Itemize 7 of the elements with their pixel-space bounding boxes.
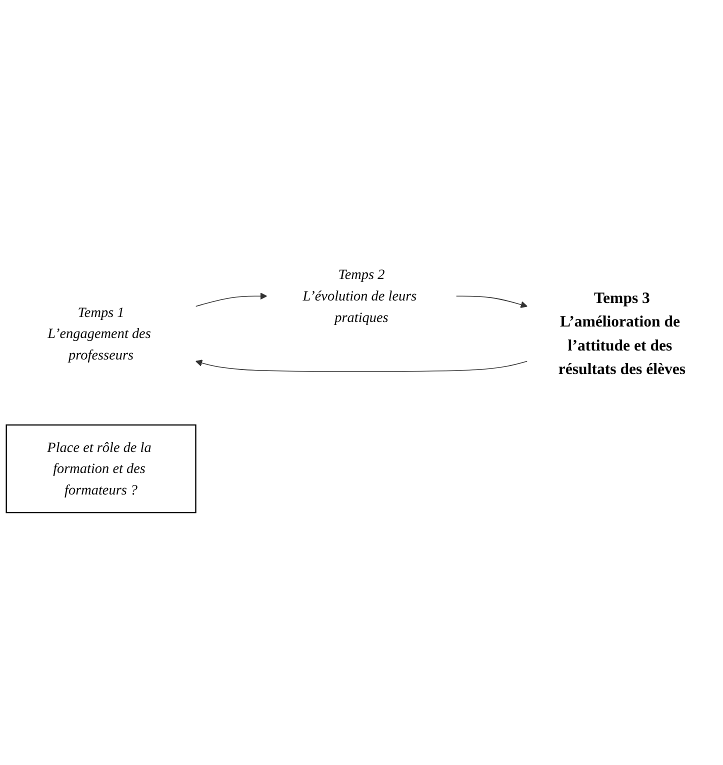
node-box: Place et rôle de la formation et des formateurs ? [6, 424, 196, 514]
arrow [195, 292, 268, 307]
node-text: Temps 1 L’engagement des professeurs [48, 304, 151, 363]
node-text: Temps 3 L’amélioration de l’attitude et des résultats des élèves [558, 290, 686, 378]
arrow [195, 360, 528, 372]
node-text: Temps 2 L’évolution de leurs pratiques [302, 266, 417, 325]
arrow [456, 296, 528, 308]
